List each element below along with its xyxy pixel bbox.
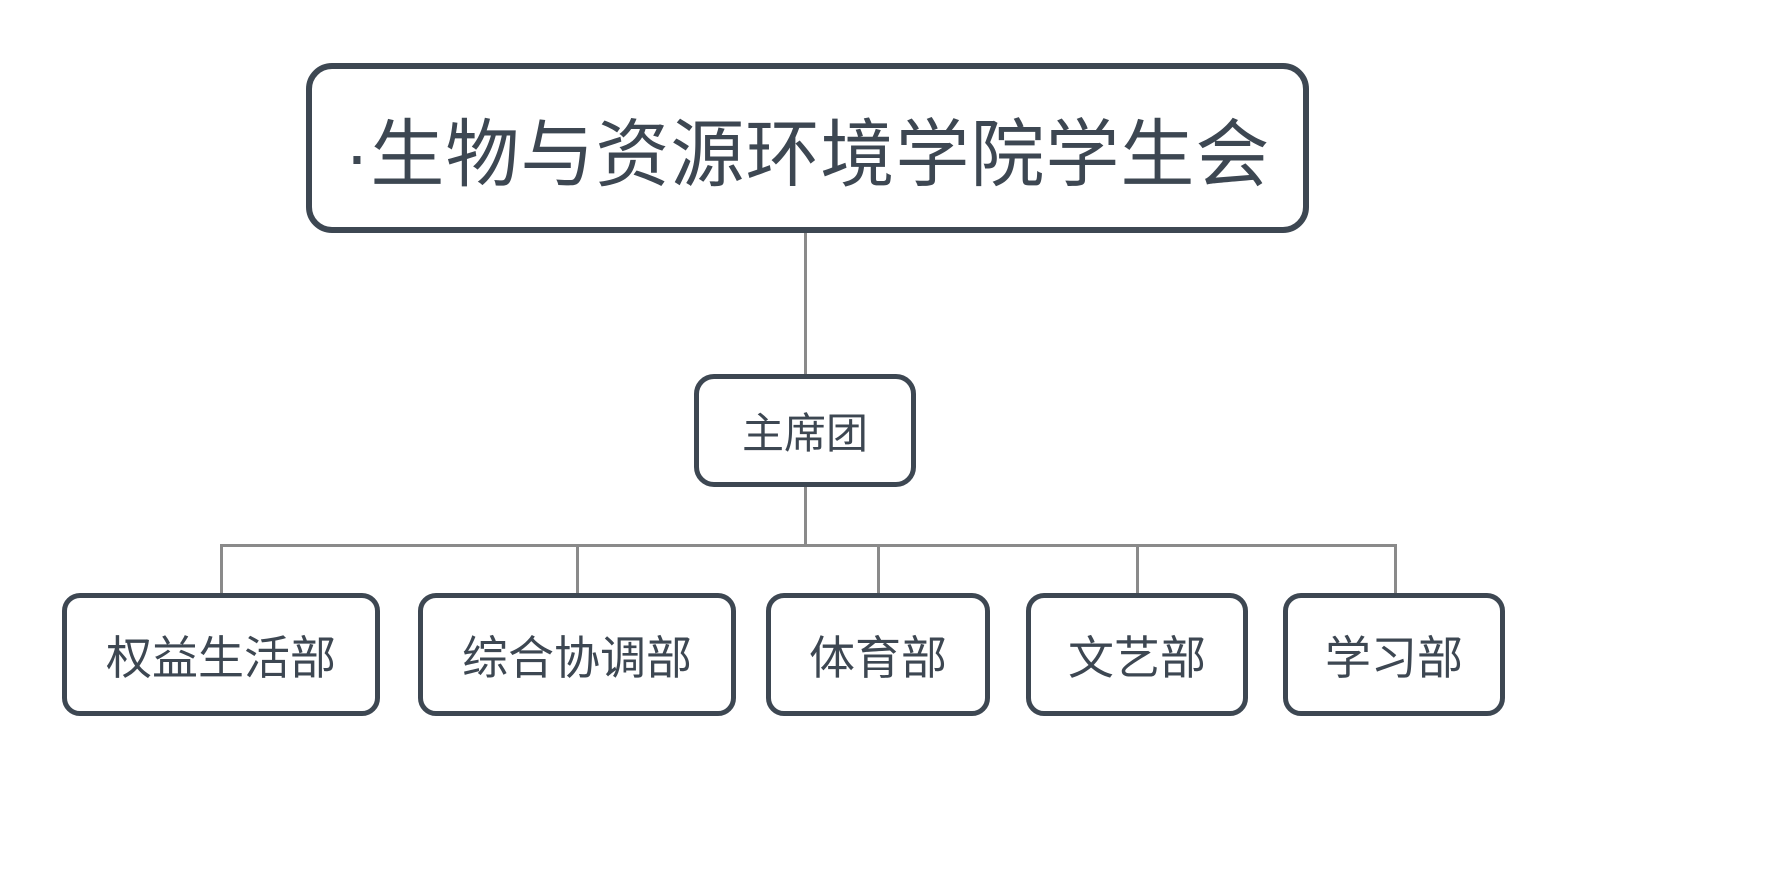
node-department-arts[interactable]: 文艺部 <box>1026 593 1248 716</box>
node-department-label: 学习部 <box>1325 631 1463 684</box>
connector-drop-department-4 <box>1136 544 1139 594</box>
node-presidium-label: 主席团 <box>741 410 868 457</box>
node-department-study[interactable]: 学习部 <box>1283 593 1505 716</box>
connector-drop-department-3 <box>877 544 880 594</box>
node-root-student-union[interactable]: ·生物与资源环境学院学生会 <box>306 63 1309 233</box>
node-department-label: 文艺部 <box>1068 631 1206 684</box>
node-root-label: ·生物与资源环境学院学生会 <box>344 112 1271 196</box>
node-department-rights-and-life[interactable]: 权益生活部 <box>62 593 380 716</box>
node-department-general-coordination[interactable]: 综合协调部 <box>418 593 736 716</box>
connector-drop-department-5 <box>1394 544 1397 594</box>
connector-root-to-presidium <box>804 233 807 374</box>
node-department-label: 综合协调部 <box>462 631 692 684</box>
node-department-label: 体育部 <box>809 631 947 684</box>
node-department-label: 权益生活部 <box>106 631 336 684</box>
connector-horizontal-bus <box>220 544 1397 547</box>
node-presidium[interactable]: 主席团 <box>694 374 916 487</box>
node-department-sports[interactable]: 体育部 <box>766 593 990 716</box>
connector-presidium-to-bus <box>804 487 807 545</box>
connector-drop-department-1 <box>220 544 223 594</box>
connector-drop-department-2 <box>576 544 579 594</box>
